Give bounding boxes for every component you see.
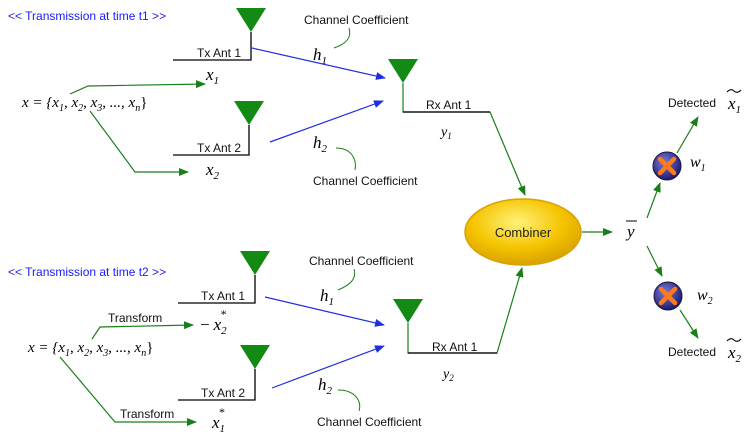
channel-coef-label-1: Channel Coefficient <box>304 13 409 27</box>
h1-label-2: h1 <box>320 286 334 308</box>
coef-pointer-3 <box>337 268 356 291</box>
combiner-label: Combiner <box>495 225 552 240</box>
channel-h1-arrow-2 <box>264 296 385 327</box>
multiplier-w1-icon <box>652 151 682 181</box>
tx-ant-3-label: Tx Ant 1 <box>201 289 245 303</box>
tx-ant-4-line <box>178 369 256 401</box>
transform-label-1: Transform <box>108 311 162 325</box>
tx-antenna-1-icon <box>236 8 266 32</box>
detected-x2-tilde: x2 <box>727 343 742 365</box>
weight-w2: w2 <box>697 287 713 307</box>
seq-sub-2: 2 <box>78 103 83 114</box>
tilde-mark-1 <box>726 89 742 93</box>
symbol-neg-x2-conj: −x2* <box>200 307 227 337</box>
seq-sub-3: 3 <box>96 103 102 114</box>
tilde-mark-2 <box>726 338 742 342</box>
channel-h2-arrow <box>269 100 384 143</box>
section2-sequence: x = {x1, x2, x3, ..., xn} <box>27 340 153 359</box>
w1-to-detected-arrow <box>676 116 699 154</box>
tx-antenna-3-icon <box>240 251 270 275</box>
coef-pointer-4 <box>337 389 361 412</box>
symbol-x1-conj: x1* <box>211 405 225 435</box>
seq-to-x1conj-arrow <box>59 356 197 426</box>
combined-y-bar: y <box>625 222 635 241</box>
tx-ant-1-label: Tx Ant 1 <box>197 46 241 60</box>
tx-ant-1-line <box>173 32 252 61</box>
channel-coef-label-2: Channel Coefficient <box>313 174 418 188</box>
seq-item-2: x <box>70 95 78 111</box>
h1-label: h1 <box>313 45 327 67</box>
seq-to-negx2-arrow <box>91 321 194 340</box>
received-y1: y1 <box>439 125 452 141</box>
seq-item-3: x <box>90 95 98 111</box>
detected-x1-tilde: x1 <box>727 94 741 116</box>
ybar-to-w2-arrow <box>646 245 663 277</box>
section2-title: << Transmission at time t2 >> <box>8 265 166 279</box>
seq-item-n: ..., x <box>110 95 136 111</box>
ybar-to-w1-arrow <box>646 182 661 219</box>
coef-pointer-2 <box>335 147 356 171</box>
seq-lhs: x = { <box>21 95 52 111</box>
rx-antenna-2-icon <box>393 299 423 323</box>
tx-antenna-4-icon <box>240 345 270 369</box>
detected-label-2: Detected <box>668 345 716 359</box>
section1-title: << Transmission at time t1 >> <box>8 9 166 23</box>
svg-text:x = {x1, x2, x3, ..., xn}: x = {x1, x2, x3, ..., xn} <box>27 340 153 359</box>
rx-ant-2-label: Rx Ant 1 <box>432 340 478 354</box>
channel-h1-arrow <box>251 47 386 80</box>
transform-label-2: Transform <box>120 407 174 421</box>
tx-ant-2-line <box>173 125 250 156</box>
combiner-node <box>464 198 582 266</box>
w2-to-detected-arrow <box>679 309 699 339</box>
rx-antenna-1-icon <box>388 59 418 83</box>
svg-text:x = {x1, x2, x3, ..., xn}: x = {x1, x2, x3, ..., xn} <box>21 95 147 114</box>
channel-h2-arrow-2 <box>271 345 385 389</box>
detected-label-1: Detected <box>668 96 716 110</box>
tx-ant-4-label: Tx Ant 2 <box>201 386 245 400</box>
tx-ant-3-line <box>178 275 256 304</box>
coef-pointer-1 <box>333 27 351 49</box>
tx-ant-2-label: Tx Ant 2 <box>197 141 241 155</box>
symbol-x2: x2 <box>205 160 220 182</box>
symbol-x1: x1 <box>205 65 219 87</box>
multiplier-w2-icon <box>653 281 683 311</box>
seq-item-1: x <box>51 95 59 111</box>
h2-label-2: h2 <box>318 375 333 397</box>
channel-coef-label-3: Channel Coefficient <box>309 254 414 268</box>
seq-sub-1: 1 <box>59 103 64 114</box>
rx-ant-1-label: Rx Ant 1 <box>426 98 472 112</box>
received-y2: y2 <box>441 367 454 383</box>
seq-sub-n: n <box>135 103 140 114</box>
weight-w1: w1 <box>690 154 706 174</box>
seq-to-x2-arrow <box>89 110 189 176</box>
channel-coef-label-4: Channel Coefficient <box>317 415 422 429</box>
tx-antenna-2-icon <box>234 101 264 125</box>
section1-sequence: x = {x1, x2, x3, ..., xn} <box>21 95 147 114</box>
h2-label: h2 <box>313 133 328 155</box>
seq-to-x1-arrow <box>69 80 206 95</box>
